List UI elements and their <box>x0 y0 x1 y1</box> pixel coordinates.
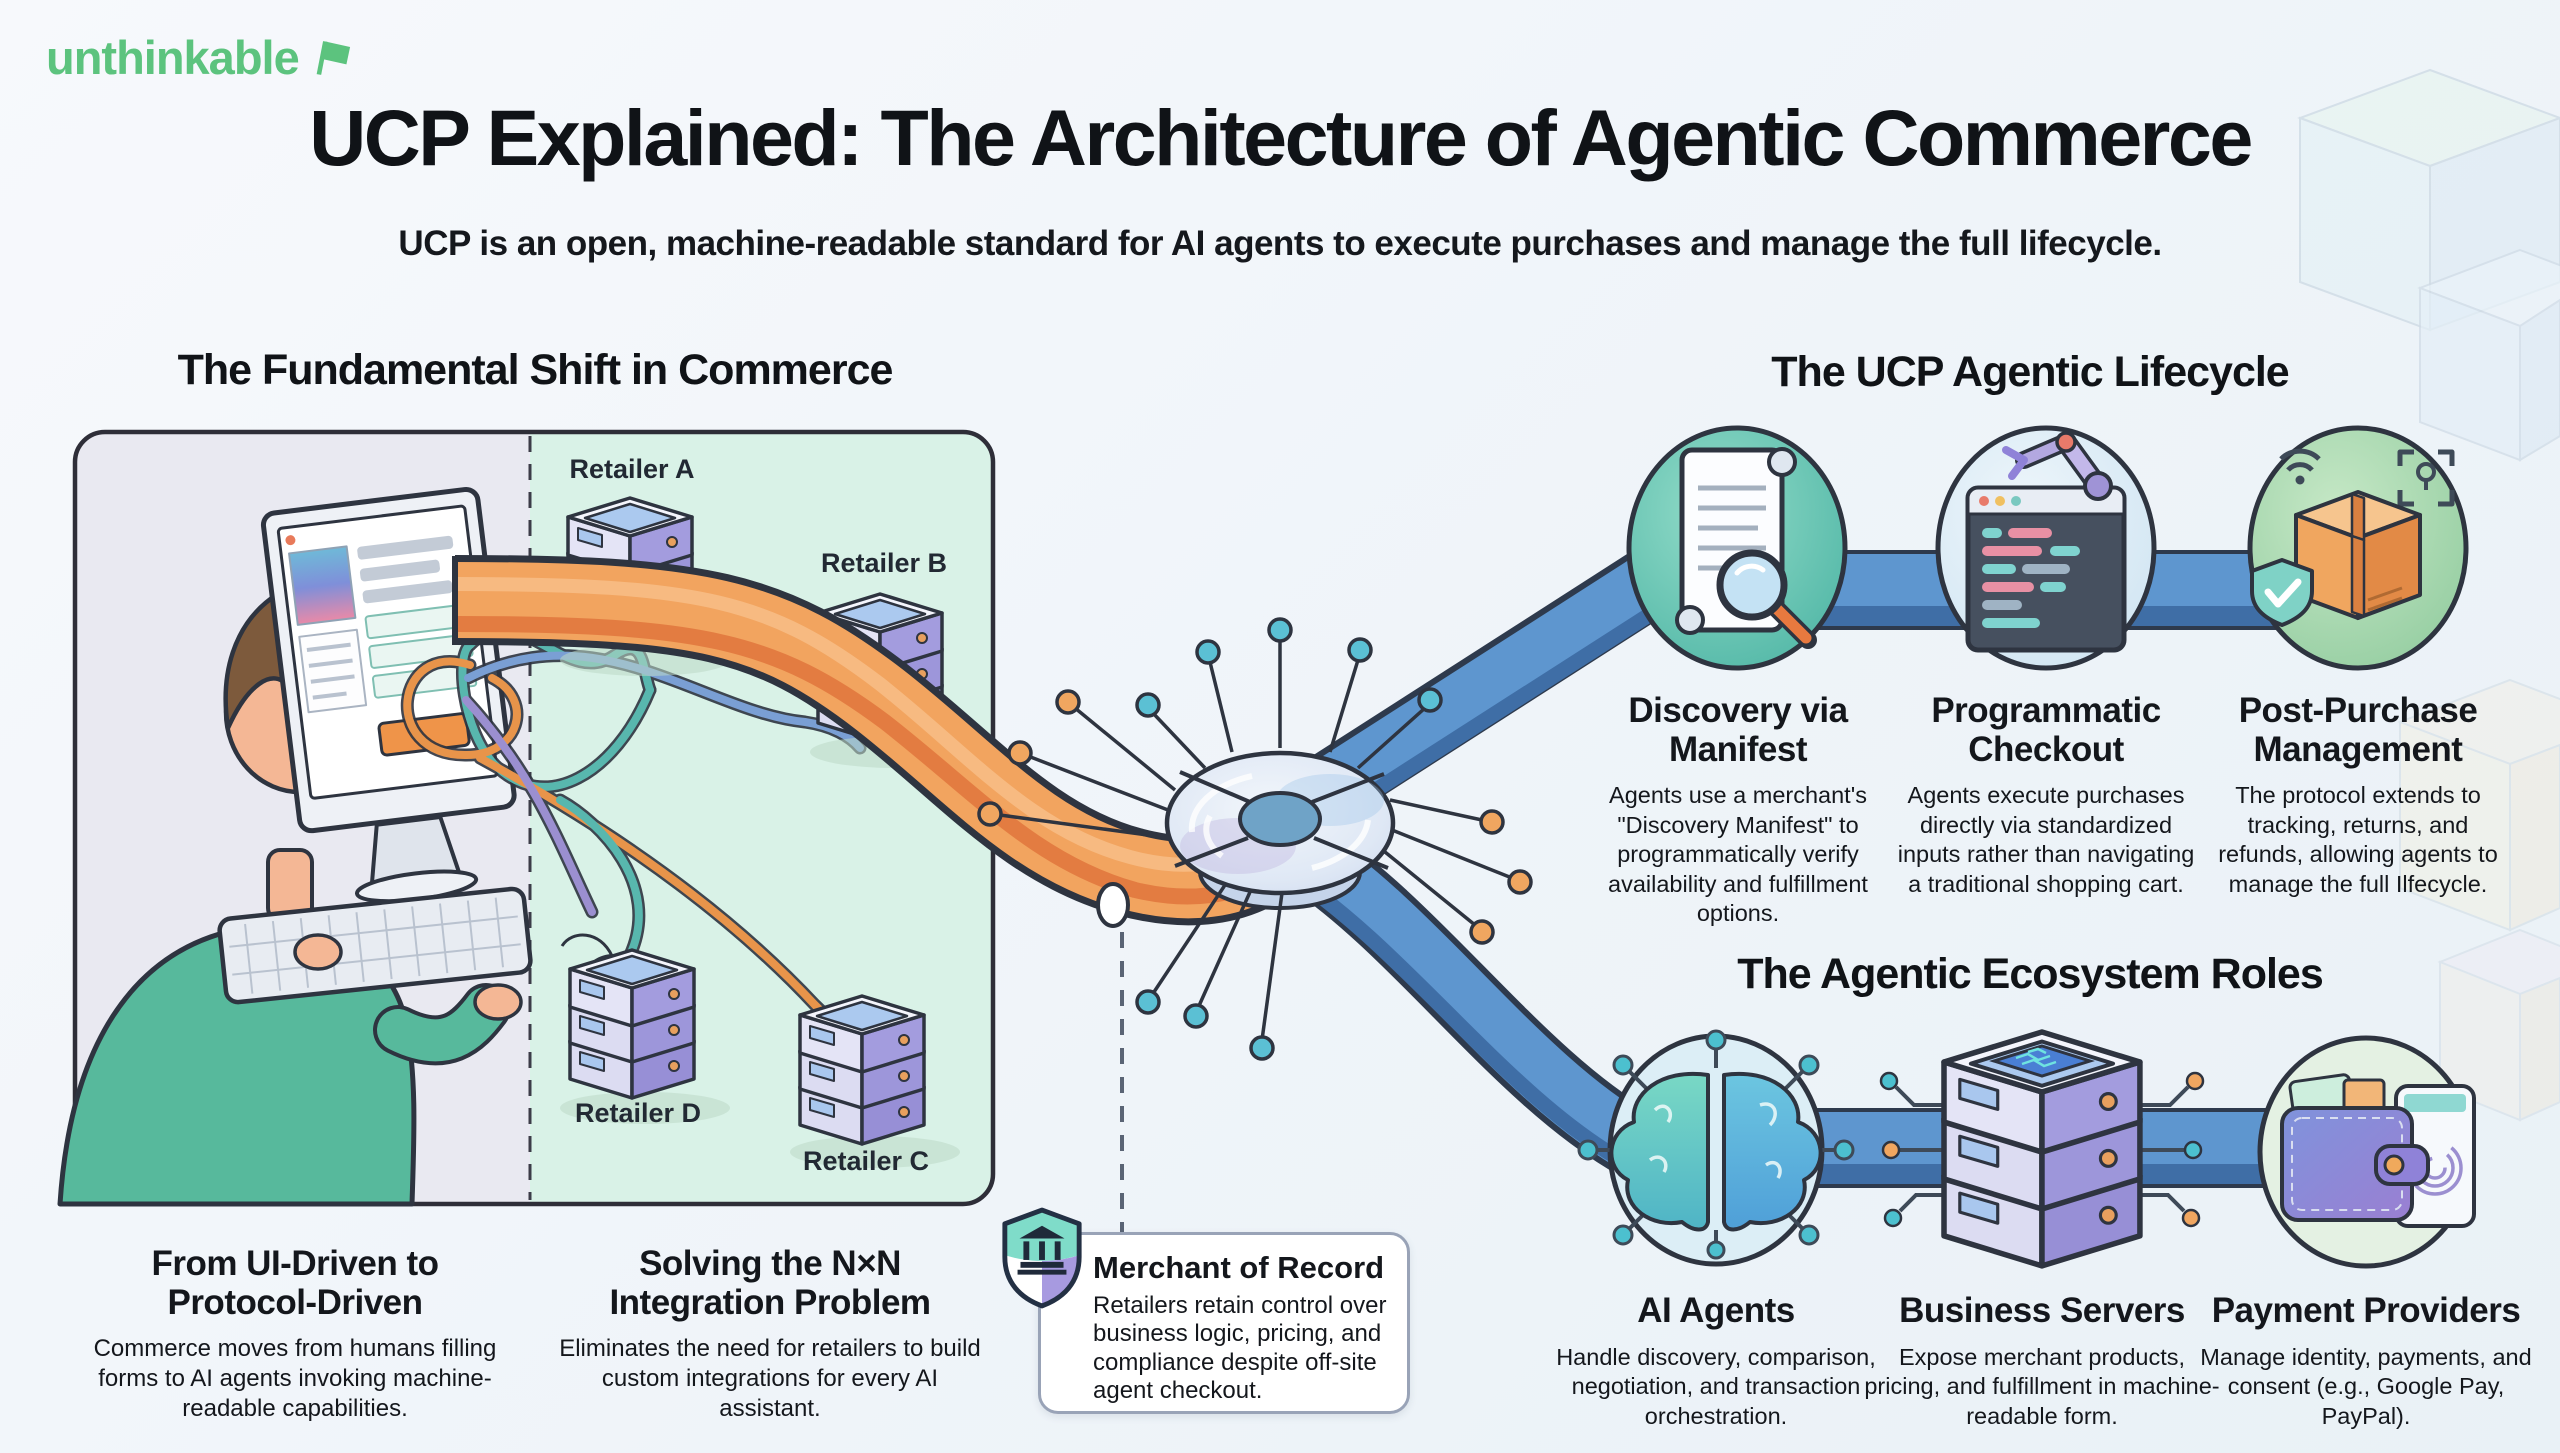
ecosystem-role-title: Business Servers <box>1899 1291 2185 1330</box>
page-title: UCP Explained: The Architecture of Agent… <box>309 93 2253 182</box>
ucp-protocol-hub <box>1164 750 1396 910</box>
server-stack-icon <box>568 948 696 1100</box>
sweat-drop-icon <box>388 690 406 722</box>
shield-bank-icon <box>1002 1207 1082 1309</box>
robot-arm-checkout-icon <box>1935 425 2157 671</box>
ecosystem-role-payment-providers: Payment Providers Manage identity, payme… <box>2196 1291 2536 1431</box>
retailer-c-label: Retailer C <box>802 1146 930 1176</box>
note-ui-to-protocol: From UI-Driven to Protocol-Driven Commer… <box>90 1244 500 1425</box>
lifecycle-step-title: Post-Purchase Management <box>2238 691 2478 769</box>
ecosystem-role-title: AI Agents <box>1637 1291 1795 1330</box>
retailer-d-label: Retailer D <box>574 1098 702 1128</box>
ecosystem-role-title: Payment Providers <box>2211 1291 2521 1330</box>
ecosystem-role-description: Manage identity, payments, and consent (… <box>2200 1343 2532 1429</box>
note-nxn-problem: Solving the N×N Integration Problem Elim… <box>555 1244 985 1425</box>
callout-title: Merchant of Record <box>1093 1250 1385 1285</box>
page-subtitle: UCP is an open, machine-readable standar… <box>398 224 2162 263</box>
mouse-icon <box>560 933 643 998</box>
person-hands <box>293 933 523 1066</box>
lifecycle-step-checkout: Programmatic Checkout Agents execute pur… <box>1896 691 2196 899</box>
note-title: Solving the N×N Integration Problem <box>609 1244 931 1322</box>
brain-circuit-icon <box>1577 1029 1855 1267</box>
section-heading-ecosystem: The Agentic Ecosystem Roles <box>1737 950 2324 998</box>
server-stack-icon <box>816 592 944 744</box>
ecosystem-role-ai-agents: AI Agents Handle discovery, comparison, … <box>1556 1291 1876 1431</box>
merchant-of-record-callout: Merchant of Record Retailers retain cont… <box>1038 1232 1410 1414</box>
server-stack-icon <box>798 994 926 1146</box>
brand-logo: unthinkable <box>46 30 351 85</box>
callout-description: Retailers retain control over business l… <box>1093 1292 1387 1404</box>
retailer-a-label: Retailer A <box>569 454 695 484</box>
package-tracking-icon <box>2247 425 2469 671</box>
server-stack-icon <box>566 496 694 648</box>
note-description: Eliminates the need for retailers to bui… <box>559 1335 981 1423</box>
keyboard-icon <box>217 886 533 1005</box>
note-title: From UI-Driven to Protocol-Driven <box>151 1244 439 1322</box>
lifecycle-step-description: Agents use a merchant's "Discovery Manif… <box>1608 782 1868 927</box>
orange-pipe <box>452 555 1295 928</box>
brand-logo-text: unthinkable <box>46 31 300 84</box>
retailer-b-label: Retailer B <box>820 548 948 578</box>
section-heading-lifecycle: The UCP Agentic Lifecycle <box>1771 348 2289 396</box>
manifest-search-icon <box>1626 425 1848 671</box>
hub-circuit-spokes <box>977 617 1533 1061</box>
integration-wires <box>400 623 867 1031</box>
ecosystem-role-description: Handle discovery, comparison, negotiatio… <box>1556 1343 1876 1429</box>
ecosystem-role-description: Expose merchant products, pricing, and f… <box>1864 1343 2220 1429</box>
lifecycle-step-discovery: Discovery via Manifest Agents use a merc… <box>1588 691 1888 929</box>
monitor-icon <box>260 486 517 904</box>
lifecycle-step-title: Programmatic Checkout <box>1931 691 2161 769</box>
business-server-icon <box>1879 1032 2205 1266</box>
ecosystem-role-business-servers: Business Servers Expose merchant product… <box>1862 1291 2222 1431</box>
flag-icon <box>316 40 350 75</box>
pipe-port-hole <box>1096 882 1130 928</box>
lifecycle-step-title: Discovery via Manifest <box>1628 691 1848 769</box>
section-heading-shift: The Fundamental Shift in Commerce <box>177 346 894 394</box>
lifecycle-step-description: Agents execute purchases directly via st… <box>1897 782 2195 897</box>
lifecycle-step-post-purchase: Post-Purchase Management The protocol ex… <box>2208 691 2508 899</box>
retailer-servers <box>560 496 980 1168</box>
lifecycle-step-description: The protocol extends to tracking, return… <box>2218 782 2498 897</box>
note-description: Commerce moves from humans filling forms… <box>93 1335 497 1423</box>
person-illustration <box>57 578 427 1207</box>
wallet-payment-icon <box>2257 1035 2476 1269</box>
